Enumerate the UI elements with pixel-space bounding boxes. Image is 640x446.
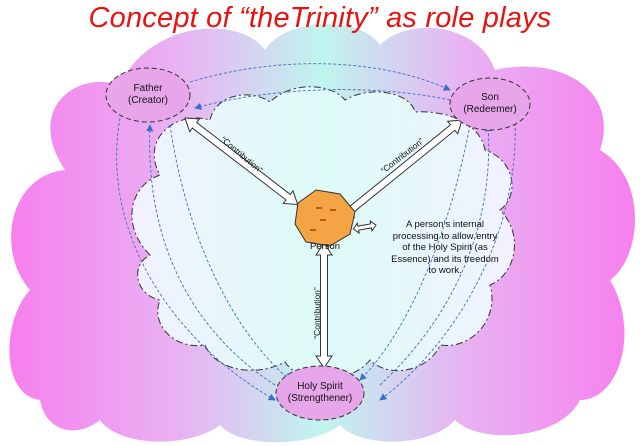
note-line-5: to work. xyxy=(428,265,462,276)
son-node xyxy=(449,77,531,131)
father-role: (Creator) xyxy=(127,95,168,106)
person-texture xyxy=(310,207,336,231)
note-line-4: Essence) and its freedom xyxy=(391,253,499,265)
connector-son-father-inner xyxy=(194,89,451,110)
processing-note: A person’s internal processing to allow … xyxy=(376,219,514,277)
connector-lines xyxy=(116,63,516,401)
holy-spirit-node xyxy=(275,365,365,421)
page-title: Concept of “theTrinity” as role plays xyxy=(88,2,552,34)
contribution-arrows xyxy=(184,117,463,369)
arrow-note-person xyxy=(352,219,377,235)
father-name: Father xyxy=(133,83,163,94)
connector-son-spirit-mid xyxy=(359,124,471,381)
son-role: (Redeemer) xyxy=(463,104,517,115)
connector-father-spirit-mid xyxy=(169,124,291,381)
connector-spirit-son-inner xyxy=(379,124,493,386)
person-label: Person xyxy=(309,241,341,252)
person-node xyxy=(294,189,356,247)
connector-son-spirit-outer xyxy=(379,117,516,401)
note-line-1: A person’s internal xyxy=(406,219,484,230)
note-line-3: of the Holy Spirit (as xyxy=(402,242,488,253)
son-name: Son xyxy=(481,92,499,103)
father-node xyxy=(105,67,191,123)
note-line-2: processing to allow entry xyxy=(392,230,498,242)
connector-father-son-top xyxy=(189,63,451,91)
holy-spirit-name: Holy Spirit xyxy=(297,381,343,392)
connector-spirit-father-inner xyxy=(146,124,276,386)
father-label: Father (Creator) xyxy=(108,83,188,107)
edge-label-spirit-person: “Contribution” xyxy=(312,287,322,339)
holy-spirit-label: Holy Spirit (Strengthener) xyxy=(270,381,370,405)
connector-father-spirit-outer xyxy=(116,117,276,401)
son-label: Son (Redeemer) xyxy=(450,92,530,116)
holy-spirit-role: (Strengthener) xyxy=(287,393,353,404)
